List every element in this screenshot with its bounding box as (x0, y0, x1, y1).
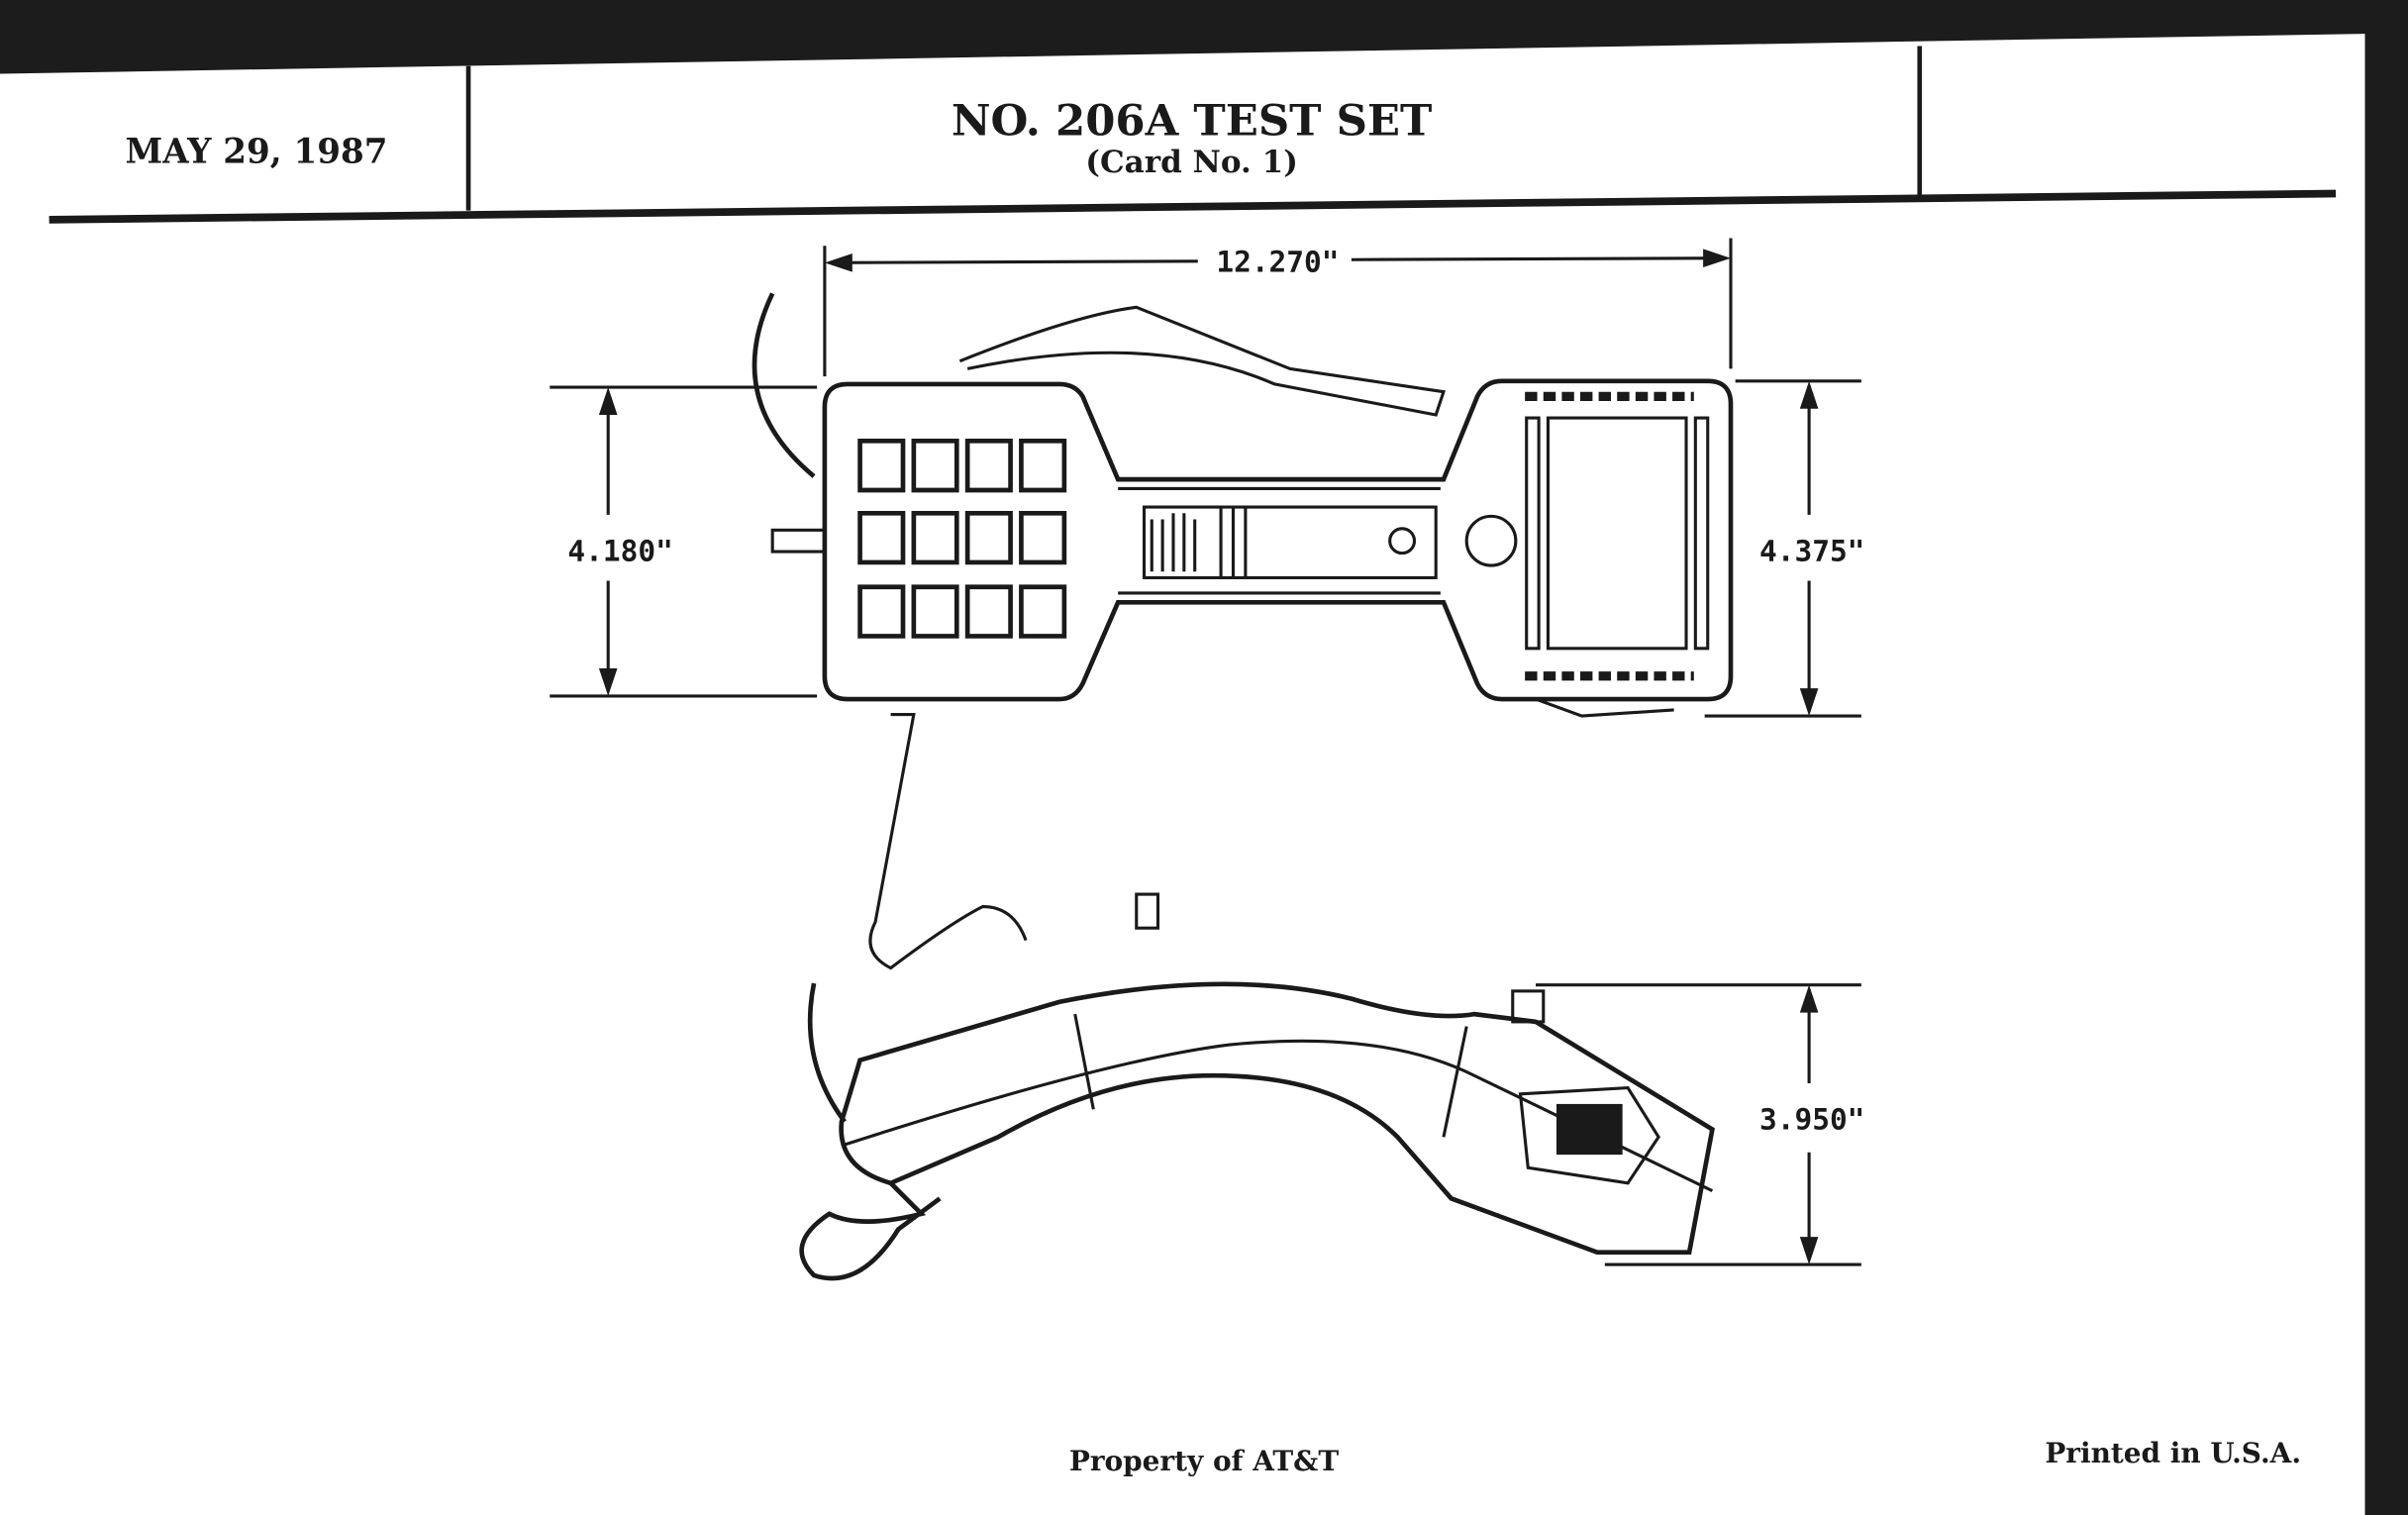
left-height-label: 4.180" (567, 534, 672, 567)
side-height-dimension (1536, 983, 1861, 1266)
header-rules (49, 46, 2337, 224)
card-subtitle: (Card No. 1) (1085, 145, 1298, 180)
scan-border (2364, 0, 2408, 1515)
side-height-label: 3.950" (1759, 1103, 1864, 1137)
length-label: 12.270" (1216, 246, 1339, 279)
card-paper (0, 34, 2365, 1515)
printed-notice: Printed in U.S.A. (2045, 1437, 2301, 1469)
property-notice: Property of AT&T (1069, 1445, 1339, 1477)
card-date: MAY 29, 1987 (126, 132, 388, 171)
card-title: NO. 206A TEST SET (952, 96, 1433, 147)
length-dimension (823, 238, 1733, 377)
test-set-side-view (799, 713, 1715, 1281)
right-height-dimension (1704, 379, 1861, 718)
left-height-dimension (550, 385, 818, 698)
test-set-top-view (752, 292, 1734, 718)
right-height-label: 4.375" (1759, 534, 1864, 567)
